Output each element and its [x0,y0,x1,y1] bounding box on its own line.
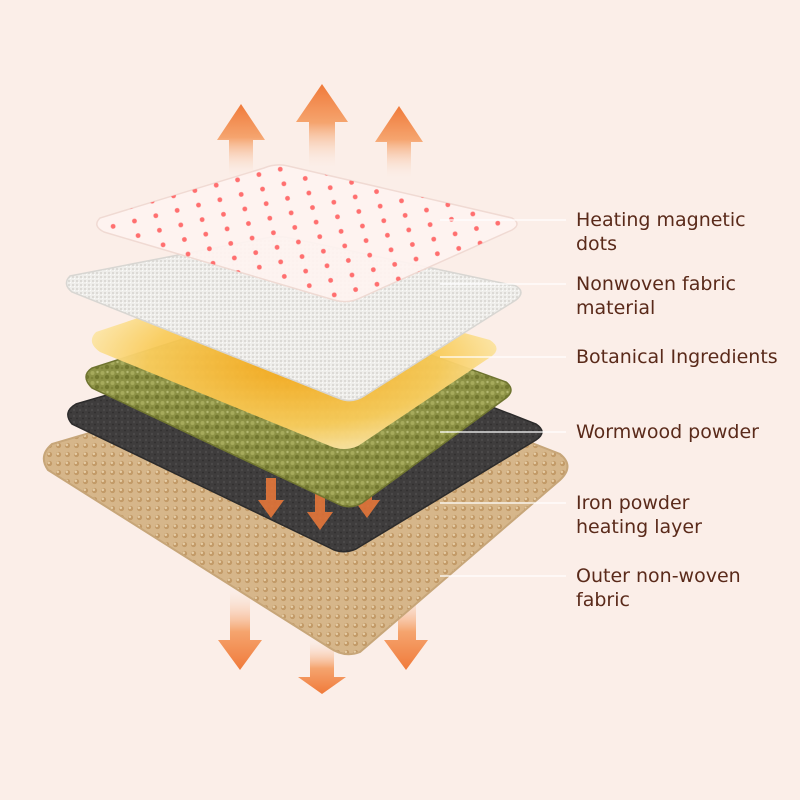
heat-arrows-up [217,84,423,180]
leader-lines [440,219,566,577]
label-botanical-ingredients: Botanical Ingredients [576,346,778,368]
heat-arrows-down [218,585,428,670]
label-iron-powder: Iron powder heating layer [576,492,702,538]
magnetic-dots-layer [96,164,518,303]
label-nonwoven-fabric: Nonwoven fabric material [576,273,736,319]
label-outer-fabric: Outer non-woven fabric [576,565,741,611]
label-wormwood-powder: Wormwood powder [576,421,759,443]
label-heating-magnetic-dots: Heating magnetic dots [576,209,746,255]
